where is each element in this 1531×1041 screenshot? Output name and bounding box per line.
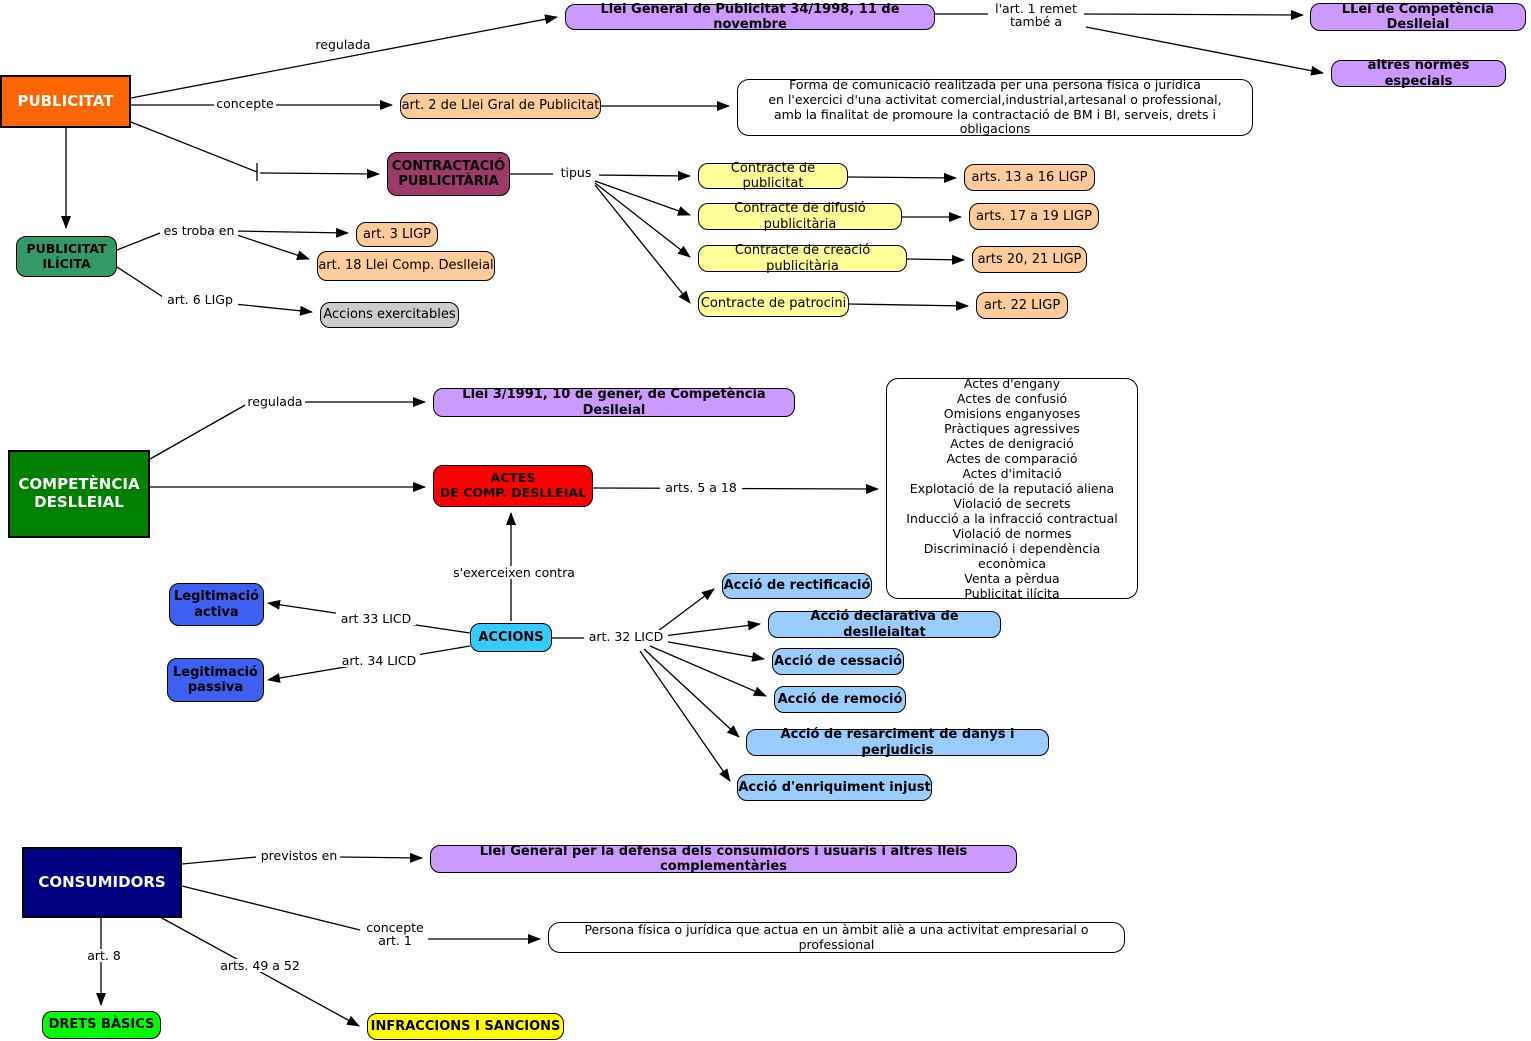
node-accions: ACCIONS (470, 623, 552, 652)
node-llei-3-1991: Llei 3/1991, 10 de gener, de Competència… (433, 387, 795, 418)
edge-label-previstos-en: previstos en (258, 849, 340, 862)
edge-label-art-6-ligp: art. 6 LIGp (162, 293, 238, 306)
edge-label-s-exerceixen-contra: s'exerceixen contra (450, 566, 578, 579)
node-contracte-publicitat: Contracte de publicitat (698, 161, 848, 191)
node-accio-enriquiment: Acció d'enriquiment injust (737, 774, 932, 801)
node-persona-fisica-juridica: Persona física o jurídica que actua en u… (548, 922, 1125, 953)
node-accions-exercitables: Accions exercitables (320, 302, 459, 328)
edge-label-es-troba-en: es troba en (160, 224, 238, 237)
node-publicitat-ilicita: PUBLICITAT ILÍCITA (16, 236, 117, 277)
node-legitimacio-activa: Legitimació activa (169, 583, 264, 626)
edge-label-art-8: art. 8 (80, 949, 128, 962)
edge-label-concepte-art-1: concepte art. 1 (362, 921, 428, 947)
node-contractacio-publicitaria: CONTRACTACIÓ PUBLICITÀRIA (387, 152, 510, 196)
node-llista-actes-deslleials: Actes d'engany Actes de confusió Omision… (886, 376, 1138, 601)
node-contracte-creacio: Contracte de creació publicitària (698, 243, 907, 274)
node-accio-cessacio: Acció de cessació (772, 648, 904, 675)
node-drets-basics: DRETS BÀSICS (42, 1011, 161, 1039)
node-arts-13-16-ligp: arts. 13 a 16 LIGP (964, 164, 1095, 191)
edge-label-concepte-publicitat: concepte (214, 97, 276, 110)
node-altres-normes-especials: altres normes especials (1331, 58, 1506, 89)
node-llei-general-publicitat: Llei General de Publicitat 34/1998, 11 d… (565, 2, 935, 32)
edge-label-tipus: tipus (553, 166, 599, 179)
node-accio-remocio: Acció de remoció (774, 686, 906, 713)
node-art-22-ligp: art. 22 LIGP (976, 292, 1068, 319)
edge-label-regulada-competencia: regulada (245, 395, 305, 408)
edge-label-arts-5-18: arts. 5 a 18 (660, 481, 742, 494)
edge-label-art-33-licd: art 33 LICD (336, 612, 416, 625)
node-accio-declarativa: Acció declarativa de deslleialtat (768, 609, 1001, 640)
node-contracte-patrocini: Contracte de patrocini (698, 291, 849, 317)
node-llei-defensa-consumidors: Llei General per la defensa dels consumi… (430, 844, 1017, 874)
edge-label-regulada-publicitat: regulada (313, 38, 373, 51)
node-legitimacio-passiva: Legitimació passiva (167, 658, 264, 702)
node-consumidors: CONSUMIDORS (22, 847, 182, 918)
edge-label-art-34-licd: art. 34 LICD (338, 654, 420, 667)
edge-label-art-32-licd: art. 32 LICD (584, 630, 668, 643)
node-definicio-publicitat: Forma de comunicació realitzada per una … (737, 77, 1253, 136)
node-accio-resarciment: Acció de resarciment de danys i perjudic… (746, 727, 1049, 758)
node-arts-17-19-ligp: arts. 17 a 19 LIGP (969, 203, 1099, 230)
node-infraccions-sancions: INFRACCIONS I SANCIONS (367, 1013, 564, 1040)
node-arts-20-21-ligp: arts 20, 21 LIGP (972, 246, 1087, 273)
node-art-18-llei-comp-deslleial: art. 18 Llei Comp. Deslleial (317, 251, 495, 281)
node-competencia-deslleial: COMPETÈNCIA DESLLEIAL (8, 450, 150, 538)
edge-label-art-1-remet: l'art. 1 remet també a (988, 2, 1084, 28)
node-publicitat: PUBLICITAT (0, 75, 131, 128)
node-actes-comp-deslleial: ACTES DE COMP. DESLLEIAL (433, 465, 593, 507)
node-accio-rectificacio: Acció de rectificació (722, 573, 872, 599)
edge-label-arts-49-52: arts. 49 a 52 (214, 959, 306, 972)
node-contracte-difusio: Contracte de difusió publicitària (698, 201, 902, 232)
node-llei-competencia-deslleial: LLei de Competència Deslleial (1310, 2, 1526, 32)
node-art-2-llei-gral-publicitat: art. 2 de Llei Gral de Publicitat (400, 93, 601, 119)
node-art-3-ligp: art. 3 LIGP (356, 222, 438, 247)
